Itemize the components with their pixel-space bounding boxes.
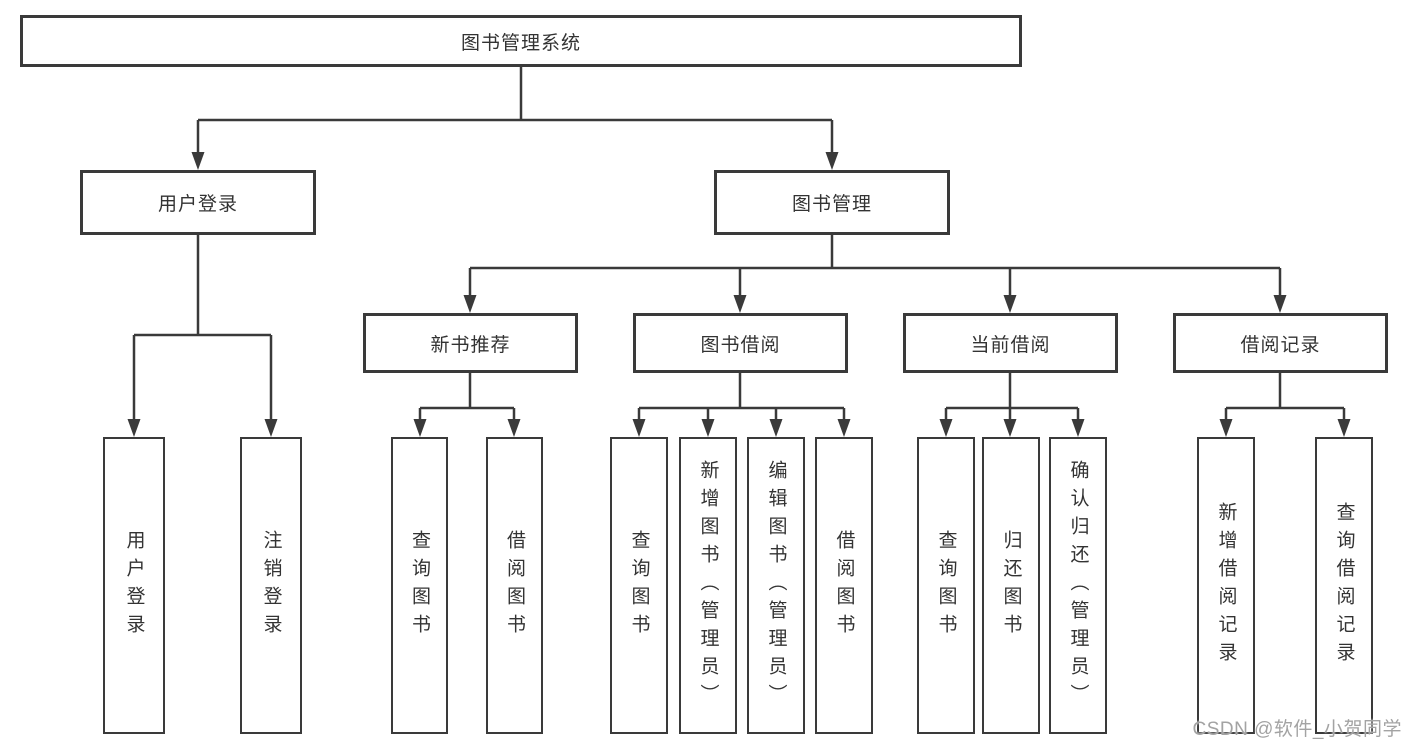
- node-borrow-records-label: 借阅记录: [1240, 334, 1321, 356]
- node-user-login: 用户登录: [80, 170, 316, 235]
- leaf-borrow-edit-books-admin-label: 编辑图书（管理员）: [765, 459, 787, 712]
- connector-book-borrow: [632, 373, 851, 437]
- leaf-recommend-query-books: 查询图书: [391, 437, 448, 734]
- node-book-borrow: 图书借阅: [633, 313, 848, 373]
- leaf-current-confirm-return-admin: 确认归还（管理员）: [1049, 437, 1107, 734]
- leaf-borrow-add-books-admin-label: 新增图书（管理员）: [697, 459, 719, 712]
- leaf-records-query-record: 查询借阅记录: [1315, 437, 1373, 734]
- leaf-current-query-books: 查询图书: [917, 437, 975, 734]
- connector-root: [191, 67, 839, 170]
- watermark: CSDN @软件_小贺同学: [1192, 719, 1402, 740]
- leaf-borrow-query-books-label: 查询图书: [628, 529, 650, 642]
- arrow-down-icon: [264, 419, 278, 437]
- node-book-borrow-label: 图书借阅: [700, 334, 781, 356]
- arrow-down-icon: [1219, 419, 1233, 437]
- node-user-login-label: 用户登录: [157, 194, 238, 215]
- leaf-user-login: 用户登录: [103, 437, 165, 734]
- arrow-down-icon: [413, 419, 427, 437]
- arrow-down-icon: [769, 419, 783, 437]
- arrow-down-icon: [837, 419, 851, 437]
- node-book-management: 图书管理: [714, 170, 950, 235]
- node-new-book-recommend-label: 新书推荐: [430, 334, 511, 356]
- connector-borrow-records: [1219, 373, 1351, 437]
- arrow-down-icon: [127, 419, 141, 437]
- leaf-records-add-record-label: 新增借阅记录: [1215, 501, 1237, 670]
- arrow-down-icon: [733, 295, 747, 313]
- connector-new-book-recommend: [413, 373, 521, 437]
- arrow-down-icon: [939, 419, 953, 437]
- node-borrow-records: 借阅记录: [1173, 313, 1388, 373]
- leaf-recommend-borrow-books-label: 借阅图书: [504, 529, 525, 642]
- node-book-management-label: 图书管理: [791, 194, 872, 215]
- arrow-down-icon: [632, 419, 646, 437]
- leaf-logout: 注销登录: [240, 437, 302, 734]
- leaf-borrow-borrow-books: 借阅图书: [815, 437, 873, 734]
- leaf-borrow-query-books: 查询图书: [610, 437, 668, 734]
- leaf-current-query-books-label: 查询图书: [935, 529, 957, 642]
- arrow-down-icon: [463, 295, 477, 313]
- leaf-current-return-books: 归还图书: [982, 437, 1040, 734]
- leaf-borrow-add-books-admin: 新增图书（管理员）: [679, 437, 737, 734]
- leaf-borrow-edit-books-admin: 编辑图书（管理员）: [747, 437, 805, 734]
- arrow-down-icon: [1003, 419, 1017, 437]
- leaf-records-add-record: 新增借阅记录: [1197, 437, 1255, 734]
- arrow-down-icon: [1003, 295, 1017, 313]
- leaf-recommend-borrow-books: 借阅图书: [486, 437, 543, 734]
- leaf-logout-label: 注销登录: [260, 529, 282, 642]
- leaf-current-confirm-return-admin-label: 确认归还（管理员）: [1067, 459, 1089, 712]
- node-root: 图书管理系统: [20, 15, 1022, 67]
- arrow-down-icon: [191, 152, 205, 170]
- connector-book-management: [463, 235, 1287, 313]
- node-current-borrow: 当前借阅: [903, 313, 1118, 373]
- leaf-recommend-query-books-label: 查询图书: [409, 529, 430, 642]
- arrow-down-icon: [1273, 295, 1287, 313]
- arrow-down-icon: [701, 419, 715, 437]
- arrow-down-icon: [1071, 419, 1085, 437]
- leaf-borrow-borrow-books-label: 借阅图书: [833, 529, 855, 642]
- node-new-book-recommend: 新书推荐: [363, 313, 578, 373]
- node-root-label: 图书管理系统: [460, 32, 581, 54]
- arrow-down-icon: [1337, 419, 1351, 437]
- connector-user-login: [127, 235, 278, 437]
- node-current-borrow-label: 当前借阅: [970, 334, 1051, 356]
- connector-current-borrow: [939, 373, 1085, 437]
- leaf-records-query-record-label: 查询借阅记录: [1333, 501, 1355, 670]
- arrow-down-icon: [507, 419, 521, 437]
- arrow-down-icon: [825, 152, 839, 170]
- leaf-user-login-label: 用户登录: [123, 529, 145, 642]
- leaf-current-return-books-label: 归还图书: [1000, 529, 1022, 642]
